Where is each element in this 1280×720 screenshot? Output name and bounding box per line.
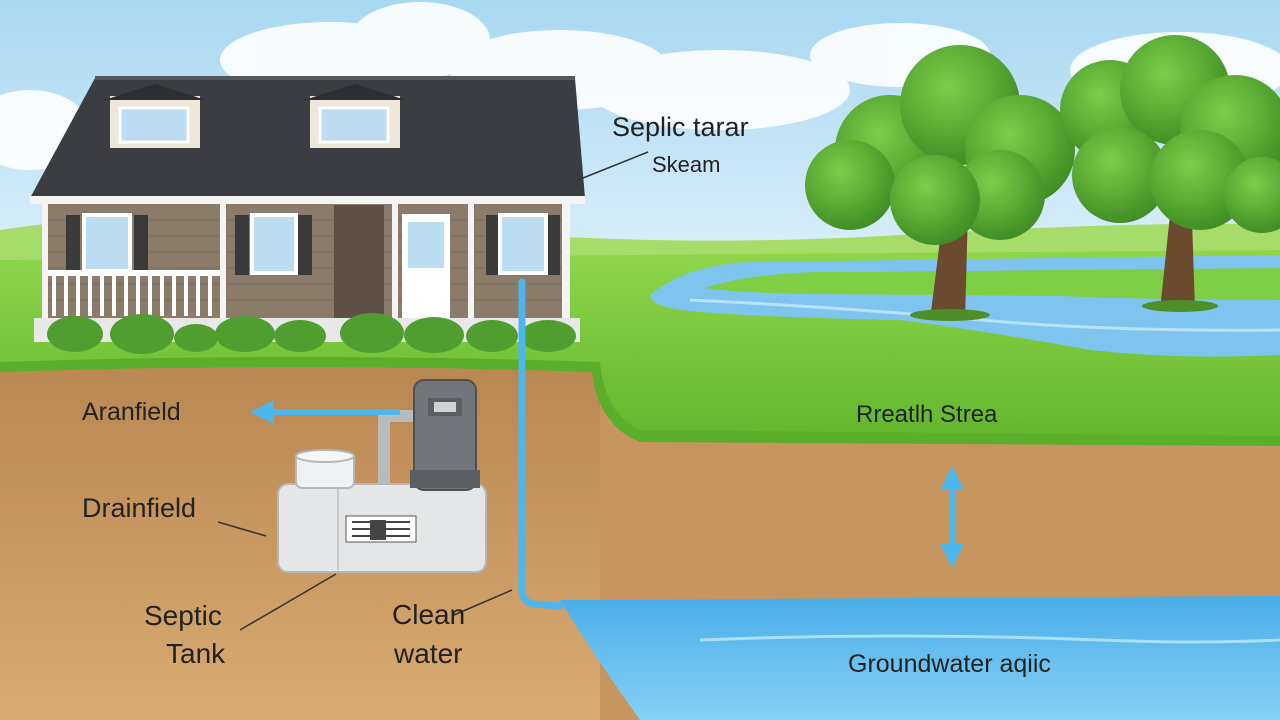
label-septic-line-2: Tank [166, 638, 226, 669]
label-stream: Rreatlh Strea [856, 401, 998, 428]
label-groundwater: Groundwater aqiic [848, 650, 1051, 678]
septic-tank-icon [277, 410, 487, 573]
flow-arrow-icon [250, 400, 400, 424]
label-drainfield: Drainfield [82, 493, 196, 523]
house [30, 76, 585, 354]
grass-edge [0, 357, 1280, 446]
tree-left [805, 45, 1075, 321]
clean-water-pipe [518, 278, 564, 610]
pump-box-icon [410, 379, 480, 491]
label-aranfield: Aranfield [82, 398, 181, 426]
title-line-1: Seplic tarar [612, 112, 749, 142]
up-down-arrow-icon [940, 466, 964, 568]
label-clean-line-1: Clean [392, 599, 465, 630]
stream-bank [705, 268, 1280, 300]
label-septic-line-1: Septic [144, 600, 222, 631]
label-clean-line-2: water [393, 638, 462, 669]
title-line-2: Skeam [652, 152, 720, 177]
shrubs [47, 313, 576, 354]
tree-right [1060, 35, 1280, 312]
groundwater-aquifer [560, 596, 1280, 720]
